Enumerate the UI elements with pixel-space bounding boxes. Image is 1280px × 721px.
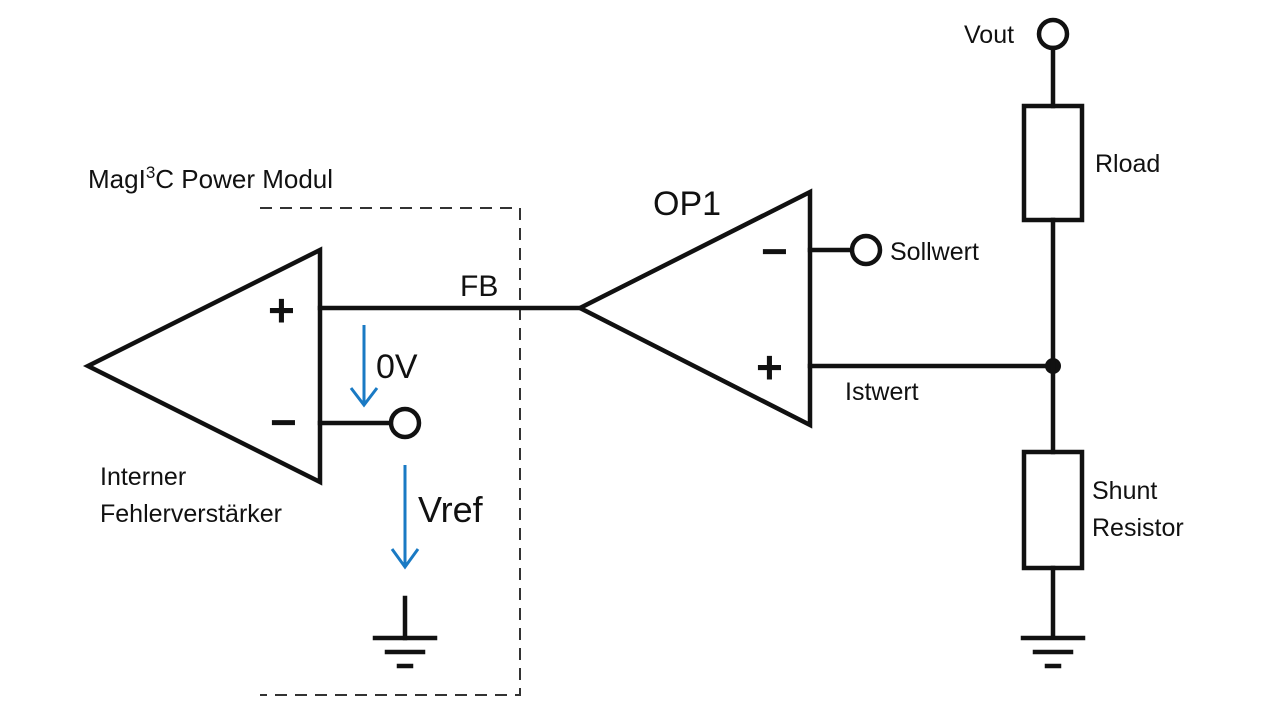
- internal-amp-label-line1: Interner: [100, 463, 186, 491]
- internal-amp-plus: +: [268, 284, 295, 336]
- vref-label: Vref: [418, 489, 484, 530]
- internal-amp-minus: −: [270, 396, 297, 448]
- vout-label: Vout: [964, 21, 1014, 49]
- shunt-resistor: [1021, 449, 1085, 571]
- internal-amp-label-line2: Fehlerverstärker: [100, 500, 282, 528]
- zero-volt-arrow-head: [349, 387, 379, 408]
- rload-label: Rload: [1095, 150, 1160, 178]
- vref-arrow-head: [390, 548, 420, 570]
- zero-volt-label: 0V: [376, 348, 418, 386]
- sollwert-label: Sollwert: [890, 238, 979, 266]
- vref-terminal: [388, 406, 422, 440]
- shunt-label-line2: Resistor: [1092, 514, 1184, 542]
- shunt-label-line1: Shunt: [1092, 477, 1157, 505]
- ground-symbol-right: [1020, 635, 1086, 669]
- fb-label: FB: [460, 270, 498, 303]
- rload-resistor: [1021, 103, 1085, 223]
- sollwert-terminal: [849, 233, 883, 267]
- module-boundary: [260, 207, 521, 696]
- vout-terminal: [1036, 17, 1070, 51]
- op1-symbol: [575, 188, 813, 429]
- istwert-label: Istwert: [845, 378, 919, 406]
- internal-amplifier-symbol: [82, 246, 323, 486]
- module-label: MagI3C Power Modul: [88, 163, 333, 194]
- op1-label: OP1: [653, 185, 721, 223]
- ground-symbol-left: [372, 595, 438, 669]
- op1-minus: −: [761, 225, 788, 277]
- op1-plus: +: [756, 341, 783, 393]
